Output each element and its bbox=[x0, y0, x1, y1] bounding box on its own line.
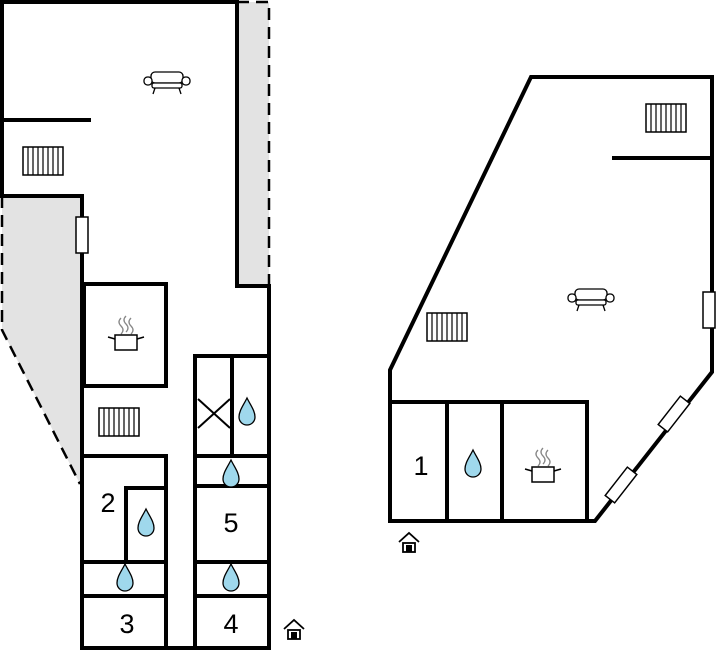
water-drop-icon bbox=[116, 563, 134, 592]
room-4-label: 4 bbox=[223, 609, 238, 639]
room-3-label: 3 bbox=[119, 609, 134, 639]
floor-plan-left: 2 3 4 5 bbox=[0, 0, 305, 650]
radiator-icon bbox=[645, 103, 687, 133]
water-drop-icon bbox=[137, 508, 155, 537]
floor-plan-right: 1 bbox=[388, 75, 716, 553]
cooking-pot-icon bbox=[107, 315, 145, 351]
cooking-pot-icon bbox=[524, 447, 562, 483]
sofa-icon bbox=[143, 71, 191, 95]
room-1-label: 1 bbox=[413, 451, 428, 481]
window-icon bbox=[702, 291, 716, 329]
house-entrance-icon bbox=[283, 619, 305, 640]
room-5-label: 5 bbox=[223, 508, 238, 538]
lower-rooms-block bbox=[392, 400, 589, 519]
terrace-upper-right bbox=[237, 2, 269, 286]
outer-wall-left-building bbox=[0, 0, 271, 650]
terrace-upper-right-edge bbox=[237, 0, 271, 286]
house-entrance-icon bbox=[398, 532, 420, 553]
bathroom-block-right bbox=[193, 354, 267, 648]
window-icon bbox=[75, 216, 89, 254]
room-2-label: 2 bbox=[100, 488, 115, 518]
radiator-icon bbox=[426, 312, 468, 342]
water-drop-icon bbox=[222, 563, 240, 592]
water-drop-icon bbox=[222, 459, 240, 488]
sofa-icon bbox=[567, 288, 615, 312]
kitchen-room-left bbox=[82, 282, 168, 388]
window-icon bbox=[657, 395, 691, 433]
radiator-icon bbox=[98, 407, 140, 437]
water-drop-icon bbox=[238, 397, 256, 426]
bathroom-block-left bbox=[84, 454, 168, 648]
radiator-icon bbox=[22, 146, 64, 176]
outer-wall-right-building bbox=[388, 75, 714, 523]
shower-cross-2 bbox=[197, 398, 231, 429]
terrace-left-edge bbox=[0, 196, 82, 485]
water-drop-icon bbox=[464, 449, 482, 478]
terrace-left bbox=[2, 196, 80, 484]
window-icon bbox=[604, 466, 638, 504]
